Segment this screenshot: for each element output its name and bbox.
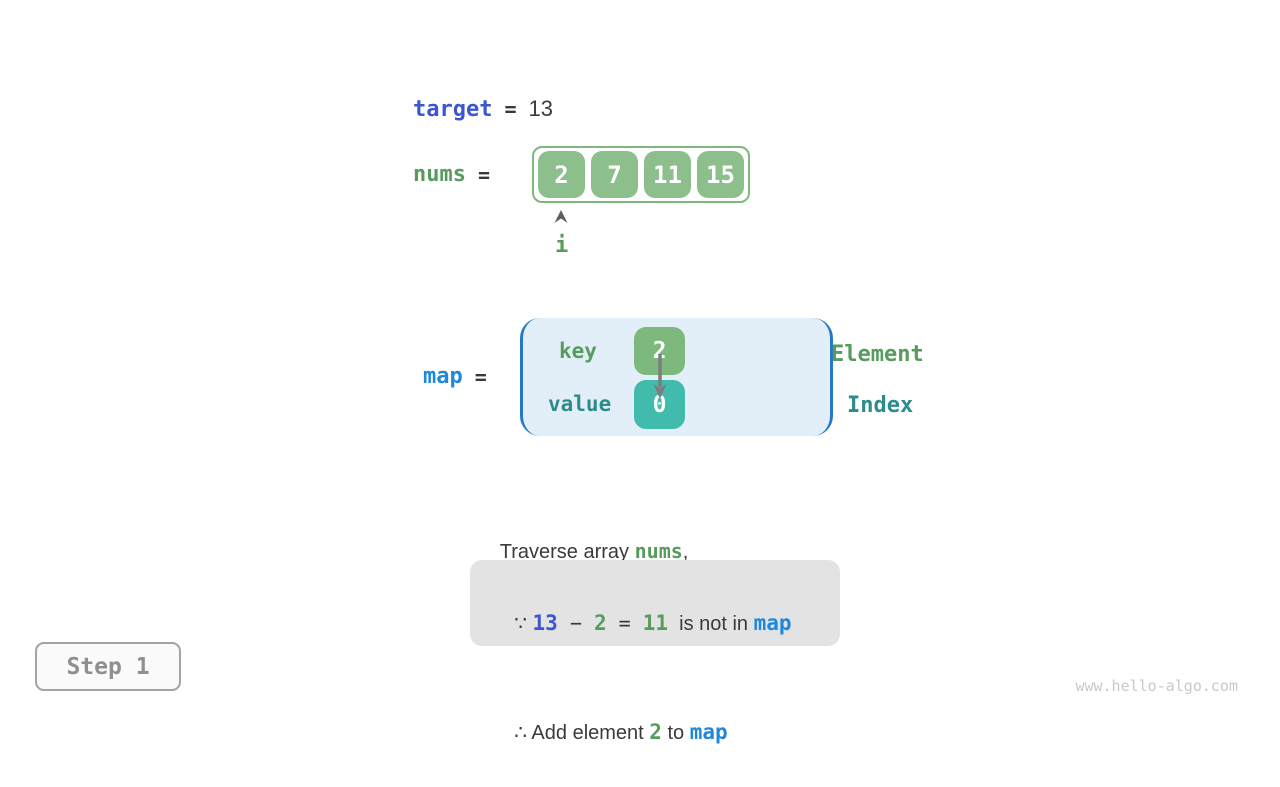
index-pointer-label: i bbox=[555, 233, 569, 258]
array-cell: 11 bbox=[644, 151, 691, 198]
array-cell: 15 bbox=[697, 151, 744, 198]
equals-sign: = bbox=[477, 162, 491, 187]
proof-text: Add element bbox=[531, 722, 650, 744]
minus-sign: − bbox=[557, 611, 594, 635]
caption-prefix: Traverse array bbox=[499, 541, 635, 563]
caption-suffix: , bbox=[682, 541, 689, 563]
map-container: key 2 value 0 bbox=[520, 318, 833, 436]
proof-line-1: ∵ 13 − 2 = 11 is not in map bbox=[492, 569, 840, 678]
target-row: target = 13 bbox=[413, 96, 553, 122]
element-value: 2 bbox=[649, 720, 662, 744]
index-legend-label: Index bbox=[847, 393, 914, 418]
because-symbol: ∵ bbox=[514, 613, 533, 635]
key-to-value-arrow-icon bbox=[653, 354, 667, 399]
array-cell: 2 bbox=[538, 151, 585, 198]
nums-row: nums = bbox=[413, 162, 502, 187]
key-label: key bbox=[559, 339, 597, 363]
caption-nums-word: nums bbox=[634, 539, 683, 563]
operand-target: 13 bbox=[532, 611, 558, 635]
target-value: 13 bbox=[528, 96, 554, 121]
proof-line-2: ∴ Add element 2 to map bbox=[492, 678, 840, 787]
map-variable-label: map bbox=[423, 364, 463, 389]
watermark: www.hello-algo.com bbox=[1075, 677, 1238, 695]
proof-text: is not in bbox=[668, 613, 754, 635]
element-legend-label: Element bbox=[831, 342, 924, 367]
target-variable-label: target bbox=[413, 96, 493, 122]
operand-element: 2 bbox=[593, 611, 607, 635]
nums-variable-label: nums bbox=[413, 162, 466, 187]
map-word: map bbox=[753, 611, 792, 635]
result-value: 11 bbox=[642, 611, 669, 635]
proof-text: to bbox=[661, 722, 690, 744]
therefore-symbol: ∴ bbox=[514, 722, 532, 744]
caption-line: Traverse array nums, bbox=[489, 516, 689, 564]
map-row: map = bbox=[423, 364, 499, 389]
map-word: map bbox=[689, 720, 728, 744]
equals-sign: = bbox=[504, 97, 517, 121]
array-cell: 7 bbox=[591, 151, 638, 198]
proof-box: ∵ 13 − 2 = 11 is not in map ∴ Add elemen… bbox=[470, 560, 840, 744]
value-label: value bbox=[548, 392, 612, 416]
equals-sign: = bbox=[606, 611, 643, 635]
nums-array: 2 7 11 15 bbox=[532, 146, 750, 203]
step-button[interactable]: Step 1 bbox=[35, 642, 181, 691]
index-pointer-icon bbox=[554, 210, 568, 223]
equals-sign: = bbox=[474, 364, 487, 389]
